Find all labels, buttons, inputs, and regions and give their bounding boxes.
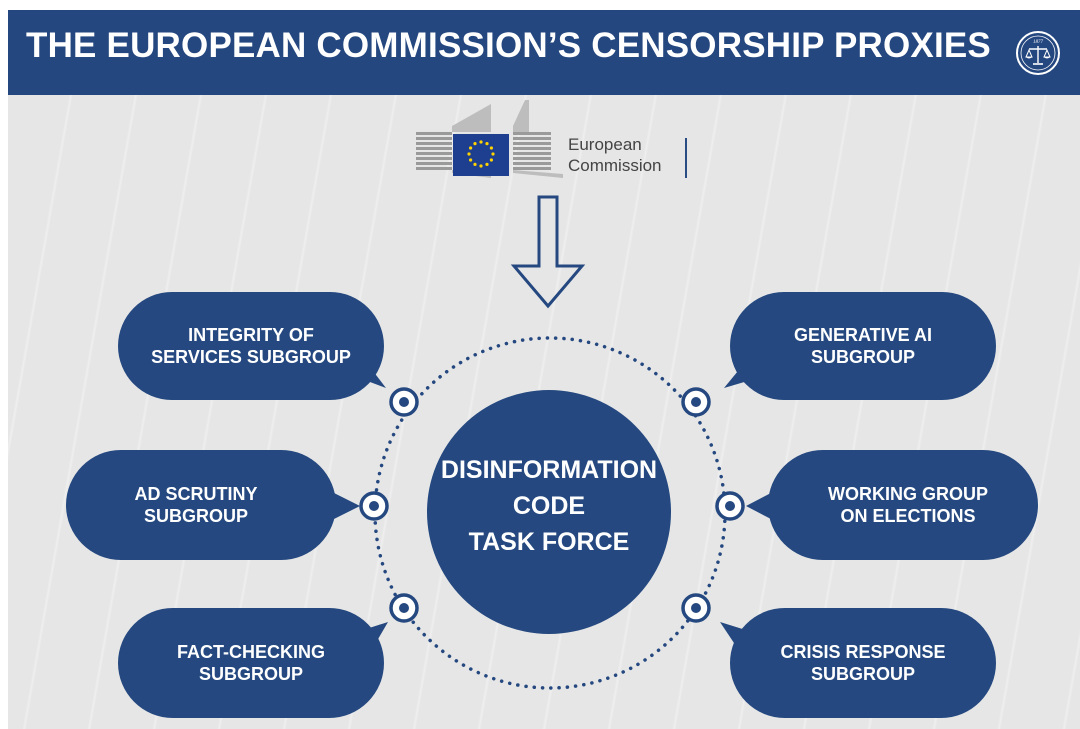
bubble-factcheck bbox=[118, 608, 388, 718]
logo-text-line1: European bbox=[568, 135, 642, 154]
generative-line2: SUBGROUP bbox=[810, 347, 915, 367]
fact-checking-subgroup-label: FACT-CHECKING SUBGROUP bbox=[133, 641, 369, 685]
down-arrow-icon bbox=[510, 195, 586, 309]
bubble-crisis bbox=[720, 608, 996, 718]
scales-of-justice-seal-icon: 1877 bbox=[1016, 31, 1060, 75]
generative-line1: GENERATIVE AI bbox=[793, 325, 932, 345]
european-commission-logo bbox=[416, 100, 563, 178]
generative-ai-subgroup-label: GENERATIVE AI SUBGROUP bbox=[745, 324, 981, 368]
bubble-elections bbox=[746, 450, 1038, 560]
connector-dot-integrity-icon bbox=[389, 387, 419, 417]
bubble-ad bbox=[66, 450, 360, 560]
connector-dot-generative-icon bbox=[681, 387, 711, 417]
page-title: THE EUROPEAN COMMISSION’S CENSORSHIP PRO… bbox=[26, 26, 991, 65]
integrity-line1: INTEGRITY OF bbox=[188, 325, 314, 345]
task-force-line3: TASK FORCE bbox=[468, 528, 630, 556]
crisis-response-subgroup-label: CRISIS RESPONSE SUBGROUP bbox=[745, 641, 981, 685]
task-force-diagram bbox=[66, 195, 1038, 718]
ad-line2: SUBGROUP bbox=[143, 506, 248, 526]
elections-working-group-label: WORKING GROUP ON ELECTIONS bbox=[788, 483, 1028, 527]
infographic: THE EUROPEAN COMMISSION’S CENSORSHIP PRO… bbox=[8, 10, 1080, 729]
task-force-line1: DISINFORMATION bbox=[440, 456, 658, 484]
bubble-integrity bbox=[118, 292, 386, 400]
ad-line1: AD SCRUTINY bbox=[134, 484, 258, 504]
crisis-line1: CRISIS RESPONSE bbox=[780, 642, 946, 662]
connector-dot-factcheck-icon bbox=[389, 593, 419, 623]
building-right-icon bbox=[513, 100, 563, 178]
connector-dot-elections-icon bbox=[715, 491, 745, 521]
seal-year: 1877 bbox=[1033, 40, 1044, 45]
logo-text-line2: Commission bbox=[568, 156, 662, 175]
connector-dot-crisis-icon bbox=[681, 593, 711, 623]
task-force-label: DISINFORMATION CODE TASK FORCE bbox=[424, 452, 674, 560]
task-force-line2: CODE bbox=[512, 492, 586, 520]
eu-stars-icon bbox=[467, 140, 495, 168]
bubble-generative bbox=[724, 292, 996, 400]
crisis-line2: SUBGROUP bbox=[810, 664, 915, 684]
connector-dot-ad-icon bbox=[359, 491, 389, 521]
logo-divider bbox=[685, 138, 687, 178]
elections-line2: ON ELECTIONS bbox=[840, 506, 976, 526]
task-force-node bbox=[427, 390, 671, 634]
factcheck-line1: FACT-CHECKING bbox=[177, 642, 325, 662]
factcheck-line2: SUBGROUP bbox=[198, 664, 303, 684]
ad-scrutiny-subgroup-label: AD SCRUTINY SUBGROUP bbox=[76, 483, 316, 527]
elections-line1: WORKING GROUP bbox=[828, 484, 988, 504]
integrity-subgroup-label: INTEGRITY OF SERVICES SUBGROUP bbox=[133, 324, 369, 368]
title-banner: THE EUROPEAN COMMISSION’S CENSORSHIP PRO… bbox=[8, 10, 1080, 95]
integrity-line2: SERVICES SUBGROUP bbox=[151, 347, 351, 367]
